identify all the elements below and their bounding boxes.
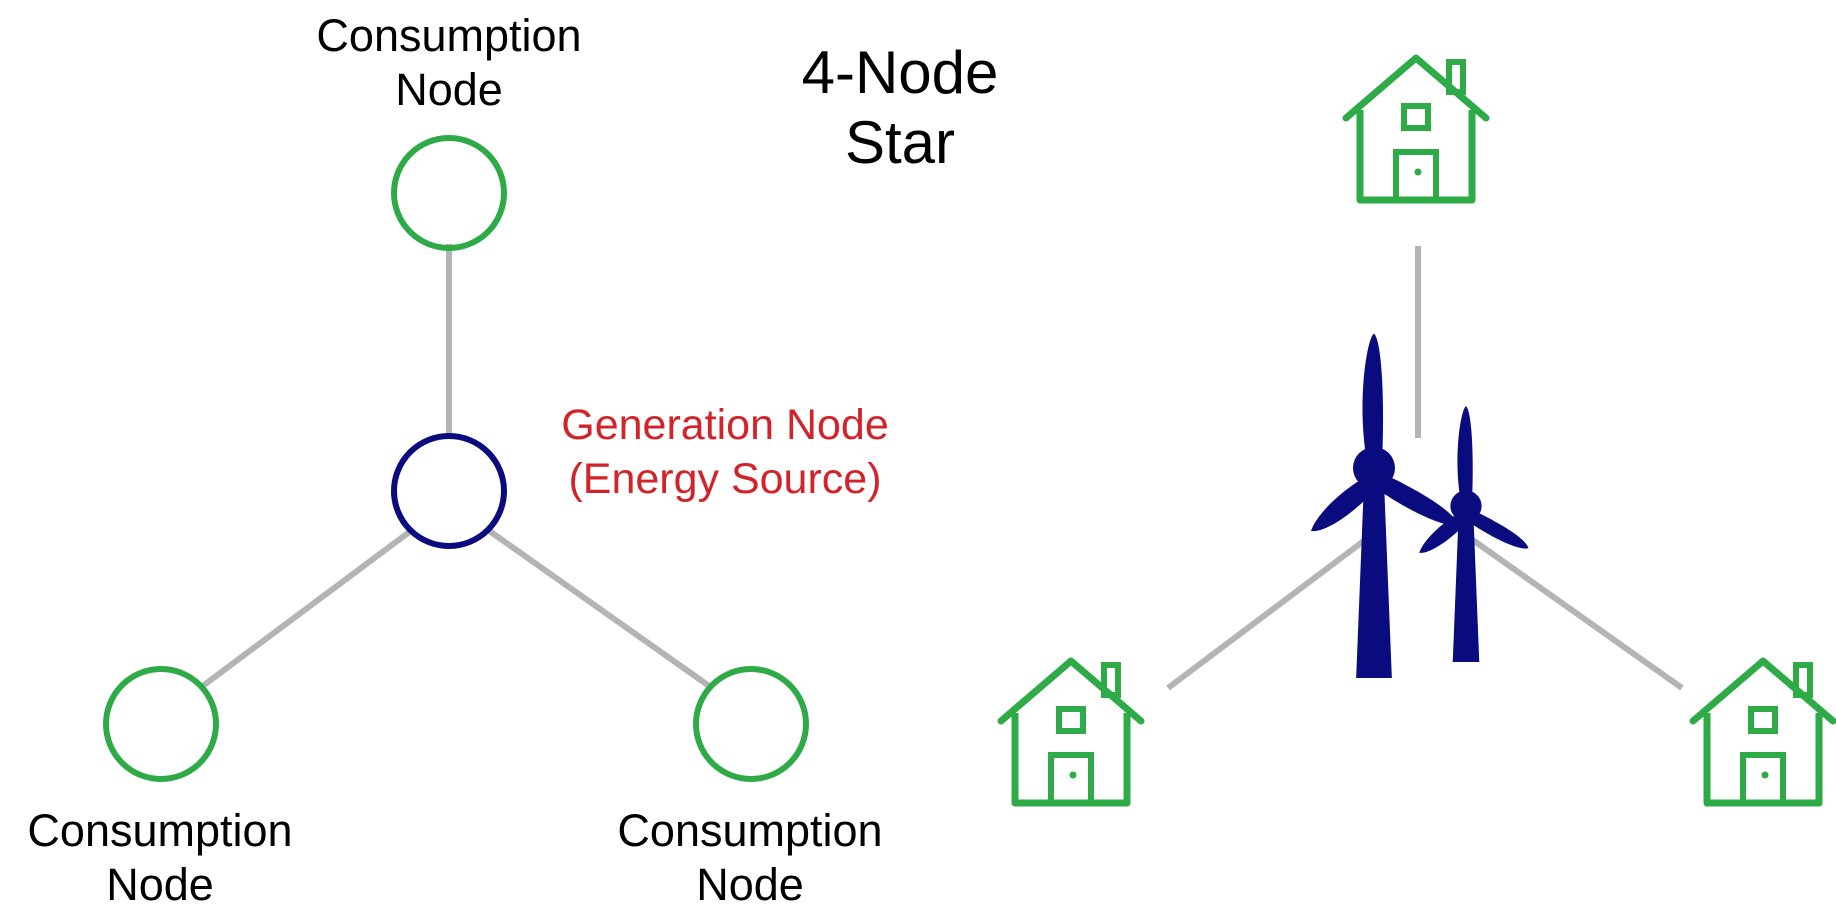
consumption-node-bottom-right-label: Consumption Node — [590, 804, 910, 912]
label-line-2: Node — [696, 859, 804, 910]
label-line-2: (Energy Source) — [568, 455, 882, 503]
consumption-node-top — [391, 135, 507, 251]
label-line-1: Consumption — [27, 805, 293, 856]
left-edges — [198, 244, 714, 691]
label-line-1: Consumption — [316, 10, 582, 61]
edge-bottom-left — [198, 527, 414, 691]
diagram-title: 4-Node Star — [750, 38, 1050, 178]
consumption-node-bottom-left-label: Consumption Node — [0, 804, 320, 912]
title-line-2: Star — [844, 109, 956, 176]
consumption-node-bottom-right — [693, 666, 809, 782]
house-icon — [1001, 657, 1141, 803]
title-line-1: 4-Node — [801, 39, 999, 106]
generation-node — [391, 433, 507, 549]
label-line-1: Consumption — [617, 805, 883, 856]
house-icon — [1346, 54, 1486, 200]
label-line-2: Node — [106, 859, 214, 910]
edge-bottom-right — [486, 527, 714, 691]
right-edges — [1166, 246, 1684, 691]
consumption-node-top-label: Consumption Node — [289, 9, 609, 117]
label-line-1: Generation Node — [561, 401, 889, 449]
consumption-node-bottom-left — [103, 666, 219, 782]
house-icon — [1693, 657, 1833, 803]
icon-edge-bottom-right — [1468, 535, 1684, 691]
icon-edge-bottom-left — [1166, 537, 1367, 691]
label-line-2: Node — [395, 64, 503, 115]
generation-node-label: Generation Node (Energy Source) — [540, 398, 910, 506]
